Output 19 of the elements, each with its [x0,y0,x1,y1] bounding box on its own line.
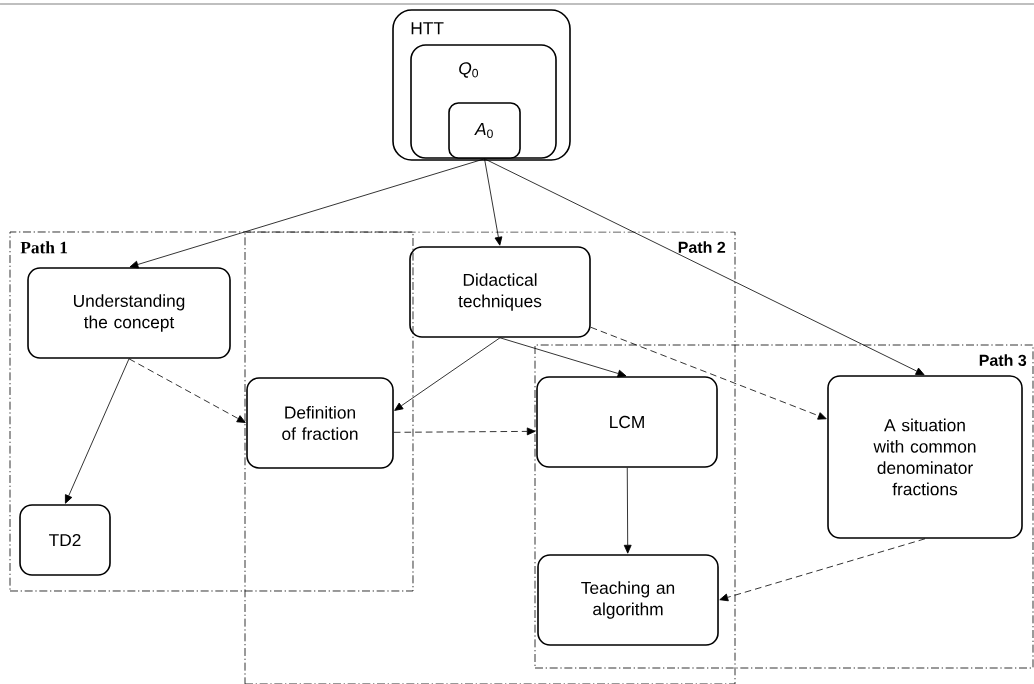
arrow [394,337,501,411]
arrow [65,358,130,504]
process-box: Understanding the concept [27,267,231,359]
arrow [128,358,246,423]
arrow [590,326,827,420]
arrow [623,467,632,554]
process-box: Definition of fraction [246,377,394,469]
arrow [484,158,925,376]
process-box: A situation with common denominator fractions [827,375,1023,539]
nested-box: A$_{0}$ [448,102,521,159]
arrow [484,158,503,246]
process-box: TD2 [19,504,111,576]
process-box: LCM [536,376,718,468]
arrow [719,538,926,602]
arrow [393,427,536,436]
process-box: Didactical techniques [409,246,591,338]
arrow [129,158,485,269]
arrow [499,337,627,378]
process-box: Teaching an algorithm [537,554,719,646]
